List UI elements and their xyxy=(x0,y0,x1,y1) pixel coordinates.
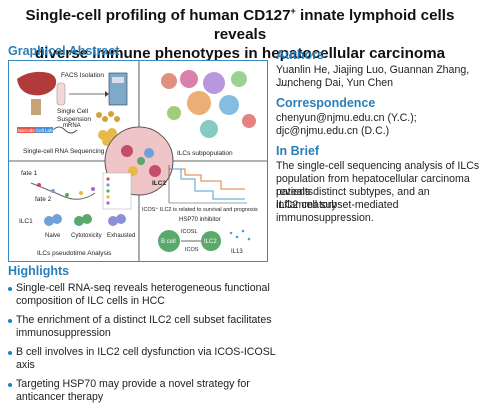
icos-note-label: ICOS⁺ ILC2 is related to survival and pr… xyxy=(142,206,258,213)
bullet-icon xyxy=(8,319,12,323)
bullet-icon xyxy=(8,287,12,291)
ilc2-cell-icon xyxy=(201,231,221,251)
barcode-bead-icon xyxy=(17,126,78,134)
ilc1-label: ILC1 xyxy=(19,218,33,225)
correspondence-line-1[interactable]: chenyun@njmu.edu.cn (Y.C.); xyxy=(276,112,417,124)
bullet-icon xyxy=(8,383,12,387)
highlight-item: B cell involves in ILC2 cell dysfunction… xyxy=(8,346,278,373)
highlights-heading: Highlights xyxy=(8,264,70,278)
single-cell-label-2: Suspension xyxy=(57,116,91,123)
bullet-icon xyxy=(8,351,12,355)
tube-icon xyxy=(56,82,66,106)
correspondence-line-2[interactable]: djc@njmu.edu.cn (D.C.) xyxy=(276,125,390,137)
in-brief-line-3: reveals distinct subtypes, and an inflam… xyxy=(276,186,430,212)
graphical-abstract-heading: Graphical Abstract xyxy=(8,44,120,58)
in-brief-line-1: The single-cell sequencing analysis of I… xyxy=(276,160,480,172)
b-cell-icon xyxy=(158,230,180,252)
survival-curve-plot xyxy=(168,165,247,204)
icos-label: ICOS xyxy=(185,247,199,253)
ilcs-subpopulation-label: ILCs subpopulation xyxy=(177,150,233,157)
icosl-label: ICOSL xyxy=(181,229,198,235)
barcode-label: Barcode xyxy=(18,128,35,133)
fate2-label: fate 2 xyxy=(35,196,52,203)
highlight-item: Targeting HSP70 may provide a novel stra… xyxy=(8,378,278,405)
cytotoxicity-label: Cytotoxicity xyxy=(71,233,102,239)
graphical-abstract-figure: FACS Isolation Single Cell Suspension Ba… xyxy=(9,61,267,261)
authors-line-1: Yuanlin He, Jiajing Luo, Guannan Zhang, … xyxy=(276,64,470,90)
cells-dots xyxy=(96,111,120,122)
in-brief-line-2: population from hepatocellular carcinoma… xyxy=(276,173,470,199)
in-brief-line-4: ILC2 cell subset-mediated immunosuppress… xyxy=(276,199,399,225)
facs-label: FACS Isolation xyxy=(61,72,104,79)
hsp70-label: HSP70 inhibitor xyxy=(179,217,221,223)
facs-machine-icon xyxy=(108,72,128,106)
scrna-label: Single-cell RNA Sequencing xyxy=(23,148,105,155)
bcell-label: B cell xyxy=(161,239,176,245)
single-cell-label-1: Single Cell xyxy=(57,108,89,115)
exhausted-label: Exhausted xyxy=(107,233,135,239)
graphical-abstract-panel: FACS Isolation Single Cell Suspension Ba… xyxy=(8,60,268,262)
mrna-label: mRNA xyxy=(63,123,81,129)
in-brief-heading: In Brief xyxy=(276,144,320,158)
liver-icon xyxy=(17,71,57,115)
fate1-label: fate 1 xyxy=(21,170,38,177)
highlight-item: Single-cell RNA-seq reveals heterogeneou… xyxy=(8,282,278,309)
trajectory-plot xyxy=(30,182,96,200)
ilc2-center-label: ILC2 xyxy=(152,180,166,187)
umap-plot xyxy=(161,70,256,138)
il13-label: IL13 xyxy=(231,249,243,255)
authors-heading: Authors xyxy=(276,48,324,62)
authors-line-2: Juncheng Dai, Yun Chen xyxy=(276,77,394,89)
naive-label: Naive xyxy=(45,233,61,239)
trajectory-legend xyxy=(102,172,132,210)
ilc2-label: ILC2 xyxy=(204,239,217,245)
cell-label-tag: Cell Label xyxy=(36,128,56,133)
ilc-state-cells xyxy=(44,214,126,226)
pseudotime-label: ILCs pseudotime Analysis xyxy=(37,250,112,257)
correspondence-heading: Correspondence xyxy=(276,96,376,110)
highlight-item: The enrichment of a distinct ILC2 cell s… xyxy=(8,314,278,341)
il13-dots xyxy=(229,229,251,241)
paper-title: Single-cell profiling of human CD127+ in… xyxy=(25,6,455,63)
